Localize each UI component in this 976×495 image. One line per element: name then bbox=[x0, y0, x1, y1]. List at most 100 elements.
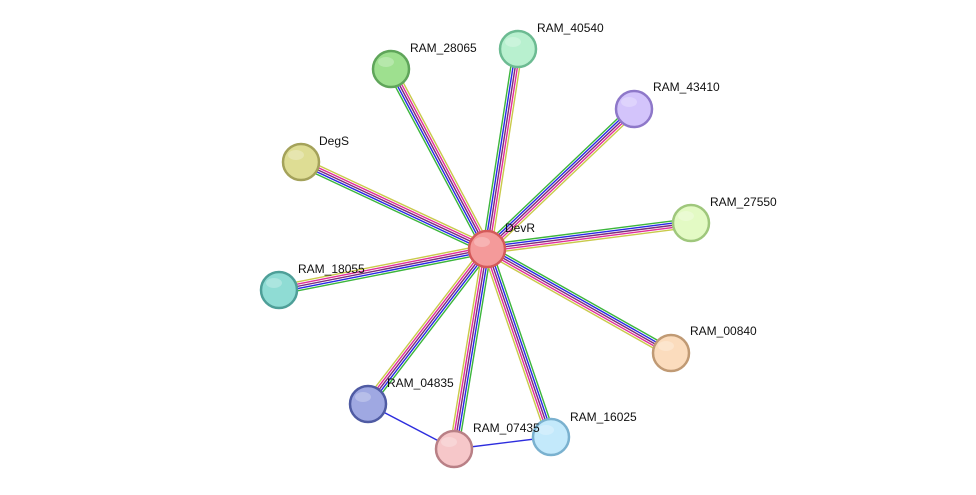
edge-line bbox=[483, 105, 632, 247]
edge-line bbox=[484, 249, 550, 438]
edge-layer bbox=[278, 48, 692, 450]
node-RAM_40540[interactable] bbox=[498, 29, 538, 69]
edge-line bbox=[451, 248, 486, 449]
node-label-DevR: DevR bbox=[505, 221, 535, 235]
edge-line bbox=[489, 111, 638, 253]
node-highlight bbox=[658, 341, 674, 351]
edge-line bbox=[455, 249, 490, 450]
node-RAM_27550[interactable] bbox=[671, 203, 711, 243]
edge-line bbox=[299, 163, 487, 252]
edge-line bbox=[370, 251, 492, 408]
node-label-RAM_07435: RAM_07435 bbox=[473, 421, 540, 435]
edge-line bbox=[392, 67, 490, 249]
node-label-RAM_04835: RAM_04835 bbox=[387, 376, 454, 390]
edge-line bbox=[279, 252, 488, 296]
edge-line bbox=[486, 48, 519, 250]
node-highlight bbox=[378, 57, 394, 67]
node-circle[interactable] bbox=[671, 203, 711, 243]
node-circle[interactable] bbox=[531, 417, 571, 457]
edge-line bbox=[486, 217, 691, 246]
node-label-RAM_27550: RAM_27550 bbox=[710, 195, 777, 209]
edge-line bbox=[486, 222, 692, 250]
node-circle[interactable] bbox=[434, 429, 474, 469]
node-circle[interactable] bbox=[467, 229, 507, 269]
node-circle[interactable] bbox=[259, 270, 299, 310]
edge-line bbox=[481, 48, 515, 249]
edge-DevR-RAM_40540 bbox=[481, 48, 524, 250]
edge-line bbox=[386, 70, 484, 252]
edge-line bbox=[488, 244, 674, 350]
edge-DevR-DegS bbox=[298, 157, 490, 254]
node-RAM_18055[interactable] bbox=[259, 270, 299, 310]
edge-line bbox=[482, 250, 548, 439]
edge-line bbox=[394, 66, 492, 248]
edge-line bbox=[486, 248, 552, 438]
node-label-RAM_00840: RAM_00840 bbox=[690, 324, 757, 338]
edge-line bbox=[300, 161, 488, 250]
node-label-RAM_43410: RAM_43410 bbox=[653, 80, 720, 94]
node-label-RAM_28065: RAM_28065 bbox=[410, 41, 477, 55]
edge-line bbox=[365, 247, 486, 404]
edge-line bbox=[488, 110, 636, 252]
edge-line bbox=[279, 250, 488, 293]
node-label-RAM_16025: RAM_16025 bbox=[570, 410, 637, 424]
node-RAM_04835[interactable] bbox=[348, 384, 388, 424]
node-RAM_00840[interactable] bbox=[651, 333, 691, 373]
node-DevR[interactable] bbox=[467, 229, 507, 269]
edge-DevR-RAM_27550 bbox=[486, 217, 692, 255]
node-circle[interactable] bbox=[348, 384, 388, 424]
node-RAM_07435[interactable] bbox=[434, 429, 474, 469]
edge-line bbox=[485, 250, 671, 356]
node-circle[interactable] bbox=[614, 89, 654, 129]
edge-DevR-RAM_43410 bbox=[483, 105, 638, 253]
edge-line bbox=[367, 248, 488, 405]
edge-line bbox=[298, 165, 486, 254]
node-label-RAM_40540: RAM_40540 bbox=[537, 21, 604, 35]
edge-line bbox=[278, 243, 487, 287]
node-highlight bbox=[474, 237, 490, 247]
node-label-DegS: DegS bbox=[319, 134, 349, 148]
node-highlight bbox=[355, 392, 371, 402]
edge-DevR-RAM_28065 bbox=[386, 66, 492, 252]
edge-line bbox=[302, 157, 490, 246]
edge-line bbox=[301, 159, 489, 248]
edge-line bbox=[490, 49, 524, 250]
edge-line bbox=[484, 252, 670, 358]
node-label-RAM_18055: RAM_18055 bbox=[298, 262, 365, 276]
edge-line bbox=[487, 226, 692, 255]
node-highlight bbox=[621, 97, 637, 107]
edge-line bbox=[448, 248, 484, 449]
edge-DevR-RAM_07435 bbox=[448, 248, 493, 450]
node-RAM_43410[interactable] bbox=[614, 89, 654, 129]
node-circle[interactable] bbox=[281, 142, 321, 182]
edge-line bbox=[390, 68, 488, 250]
edge-line bbox=[486, 248, 672, 354]
edge-line bbox=[484, 106, 633, 248]
node-layer bbox=[259, 29, 711, 469]
edge-line bbox=[278, 246, 487, 289]
edge-line bbox=[363, 245, 485, 402]
node-RAM_16025[interactable] bbox=[531, 417, 571, 457]
node-circle[interactable] bbox=[371, 49, 411, 89]
edge-DevR-RAM_16025 bbox=[482, 247, 556, 439]
edge-line bbox=[388, 69, 486, 251]
node-highlight bbox=[505, 37, 521, 47]
edge-line bbox=[486, 108, 635, 250]
edge-line bbox=[490, 247, 556, 436]
edge-line bbox=[457, 249, 493, 450]
edge-line bbox=[486, 220, 691, 248]
node-DegS[interactable] bbox=[281, 142, 321, 182]
node-highlight bbox=[441, 437, 457, 447]
edge-DevR-RAM_04835 bbox=[363, 245, 492, 408]
node-highlight bbox=[266, 278, 282, 288]
edge-line bbox=[453, 248, 488, 450]
edge-DevR-RAM_18055 bbox=[278, 243, 488, 296]
edge-line bbox=[369, 249, 490, 406]
node-RAM_28065[interactable] bbox=[371, 49, 411, 89]
edge-line bbox=[487, 224, 692, 252]
node-circle[interactable] bbox=[651, 333, 691, 373]
node-circle[interactable] bbox=[498, 29, 538, 69]
node-highlight bbox=[538, 425, 554, 435]
